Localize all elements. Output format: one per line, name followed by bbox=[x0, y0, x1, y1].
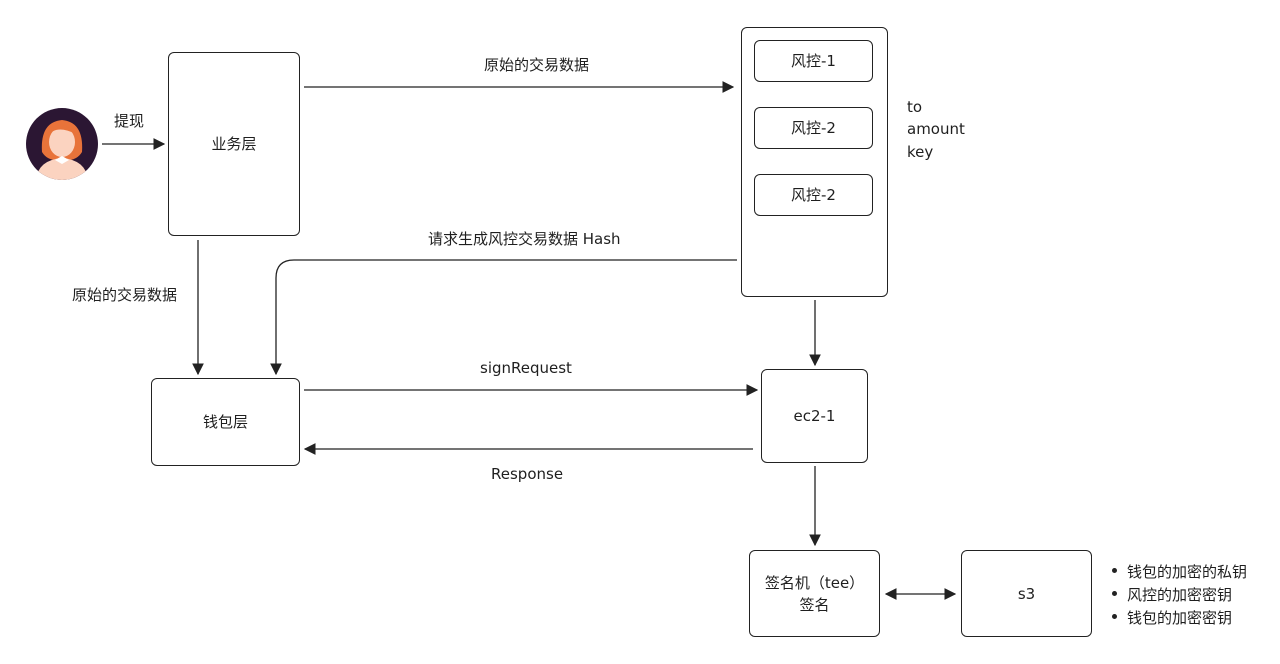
list-item: 钱包的加密的私钥 bbox=[1112, 561, 1247, 584]
s3-contents-list: 钱包的加密的私钥 风控的加密密钥 钱包的加密密钥 bbox=[1112, 561, 1247, 630]
response-label: Response bbox=[491, 465, 564, 483]
ec2-node-label: ec2-1 bbox=[793, 407, 836, 425]
arrow-risk-to-wallet-hash bbox=[270, 259, 737, 376]
list-item: 风控的加密密钥 bbox=[1112, 584, 1247, 607]
raw-tx-top-label: 原始的交易数据 bbox=[484, 56, 590, 74]
business-layer-label: 业务层 bbox=[211, 135, 257, 153]
raw-tx-left-label: 原始的交易数据 bbox=[72, 286, 178, 304]
withdraw-label: 提现 bbox=[114, 112, 145, 130]
sign-request-label: signRequest bbox=[480, 359, 572, 377]
wallet-layer-label: 钱包层 bbox=[202, 413, 248, 431]
bullet-icon bbox=[1112, 568, 1117, 573]
list-item: 钱包的加密密钥 bbox=[1112, 607, 1247, 630]
signer-subtitle: 签名 bbox=[799, 595, 830, 614]
signer-tee-box[interactable]: 签名机（tee） 签名 bbox=[749, 550, 880, 637]
hash-request-label: 请求生成风控交易数据 Hash bbox=[428, 230, 621, 248]
risk-control-node[interactable]: 风控-2 bbox=[754, 174, 873, 216]
risk-control-node[interactable]: 风控-2 bbox=[754, 107, 873, 149]
risk-field-to: to bbox=[907, 98, 923, 116]
risk-field-key: key bbox=[907, 143, 934, 161]
risk-control-label: 风控-2 bbox=[791, 119, 836, 137]
bullet-icon bbox=[1112, 614, 1117, 619]
user-avatar-icon bbox=[26, 108, 98, 180]
risk-control-label: 风控-1 bbox=[791, 52, 836, 70]
business-layer-box[interactable]: 业务层 bbox=[168, 52, 300, 236]
bullet-icon bbox=[1112, 591, 1117, 596]
risk-control-label: 风控-2 bbox=[791, 186, 836, 204]
s3-box[interactable]: s3 bbox=[961, 550, 1092, 637]
risk-control-node[interactable]: 风控-1 bbox=[754, 40, 873, 82]
signer-title: 签名机（tee） bbox=[764, 573, 865, 592]
ec2-node-box[interactable]: ec2-1 bbox=[761, 369, 868, 463]
risk-field-amount: amount bbox=[907, 120, 965, 138]
wallet-layer-box[interactable]: 钱包层 bbox=[151, 378, 300, 466]
s3-label: s3 bbox=[1017, 584, 1036, 603]
